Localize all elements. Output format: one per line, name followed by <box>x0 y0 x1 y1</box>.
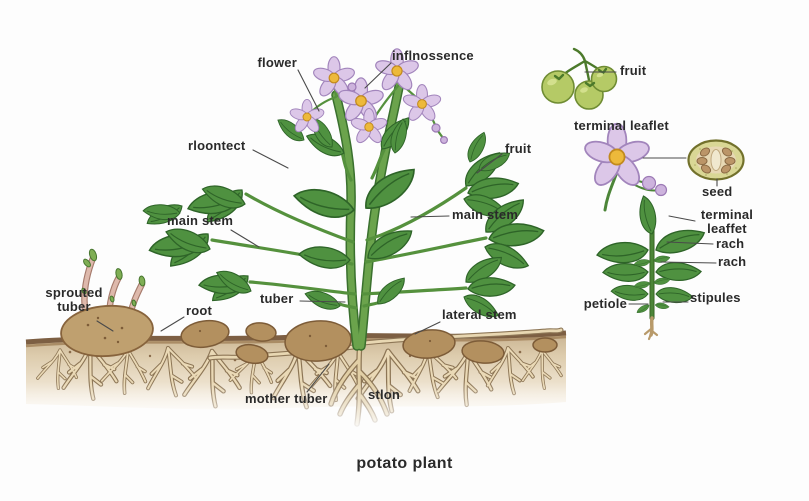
mother-tuber-art <box>284 320 352 362</box>
diagram-caption: potato plant <box>356 455 453 472</box>
label-terminal-leaflet-leaf: terminal leaffet <box>700 207 754 237</box>
label-lateral-stem: lateral stem <box>442 307 517 322</box>
label-seed: seed <box>702 184 733 199</box>
seed-cross-section <box>687 139 745 181</box>
label-fruit-main: fruit <box>505 141 532 156</box>
label-fruit-side: fruit <box>620 63 647 78</box>
label-stolon: stlon <box>368 387 401 402</box>
label-terminal-leaflet-flower: terminal leaflet <box>574 118 669 133</box>
label-stipules: stipules <box>690 290 741 305</box>
label-rachis-upper: rach <box>716 236 745 251</box>
side-compound-leaf <box>595 195 707 341</box>
inflorescence-art <box>288 48 449 146</box>
label-inflorescence: inflnossence <box>392 48 474 63</box>
label-sprouted-tuber: sprouted tuber <box>45 285 103 315</box>
label-root: root <box>186 303 213 318</box>
tubers <box>180 319 558 365</box>
sprouted-tuber-art <box>60 248 154 358</box>
label-mother-tuber: mother tuber <box>245 391 328 406</box>
label-flower: flower <box>257 55 297 70</box>
stipules-art <box>635 303 651 315</box>
petiole-art <box>649 316 654 337</box>
leader-lines <box>96 62 718 393</box>
label-rachis-lower: rach <box>718 254 747 269</box>
main-plant <box>141 48 545 346</box>
label-petiole: petiole <box>583 296 627 311</box>
label-tuber: tuber <box>260 291 294 306</box>
label-rloontect: rloontect <box>188 138 246 153</box>
side-flower <box>581 122 668 212</box>
label-main-stem-left: main stem <box>167 213 234 228</box>
label-main-stem-right: main stem <box>452 207 519 222</box>
side-fruit-cluster <box>541 47 618 110</box>
